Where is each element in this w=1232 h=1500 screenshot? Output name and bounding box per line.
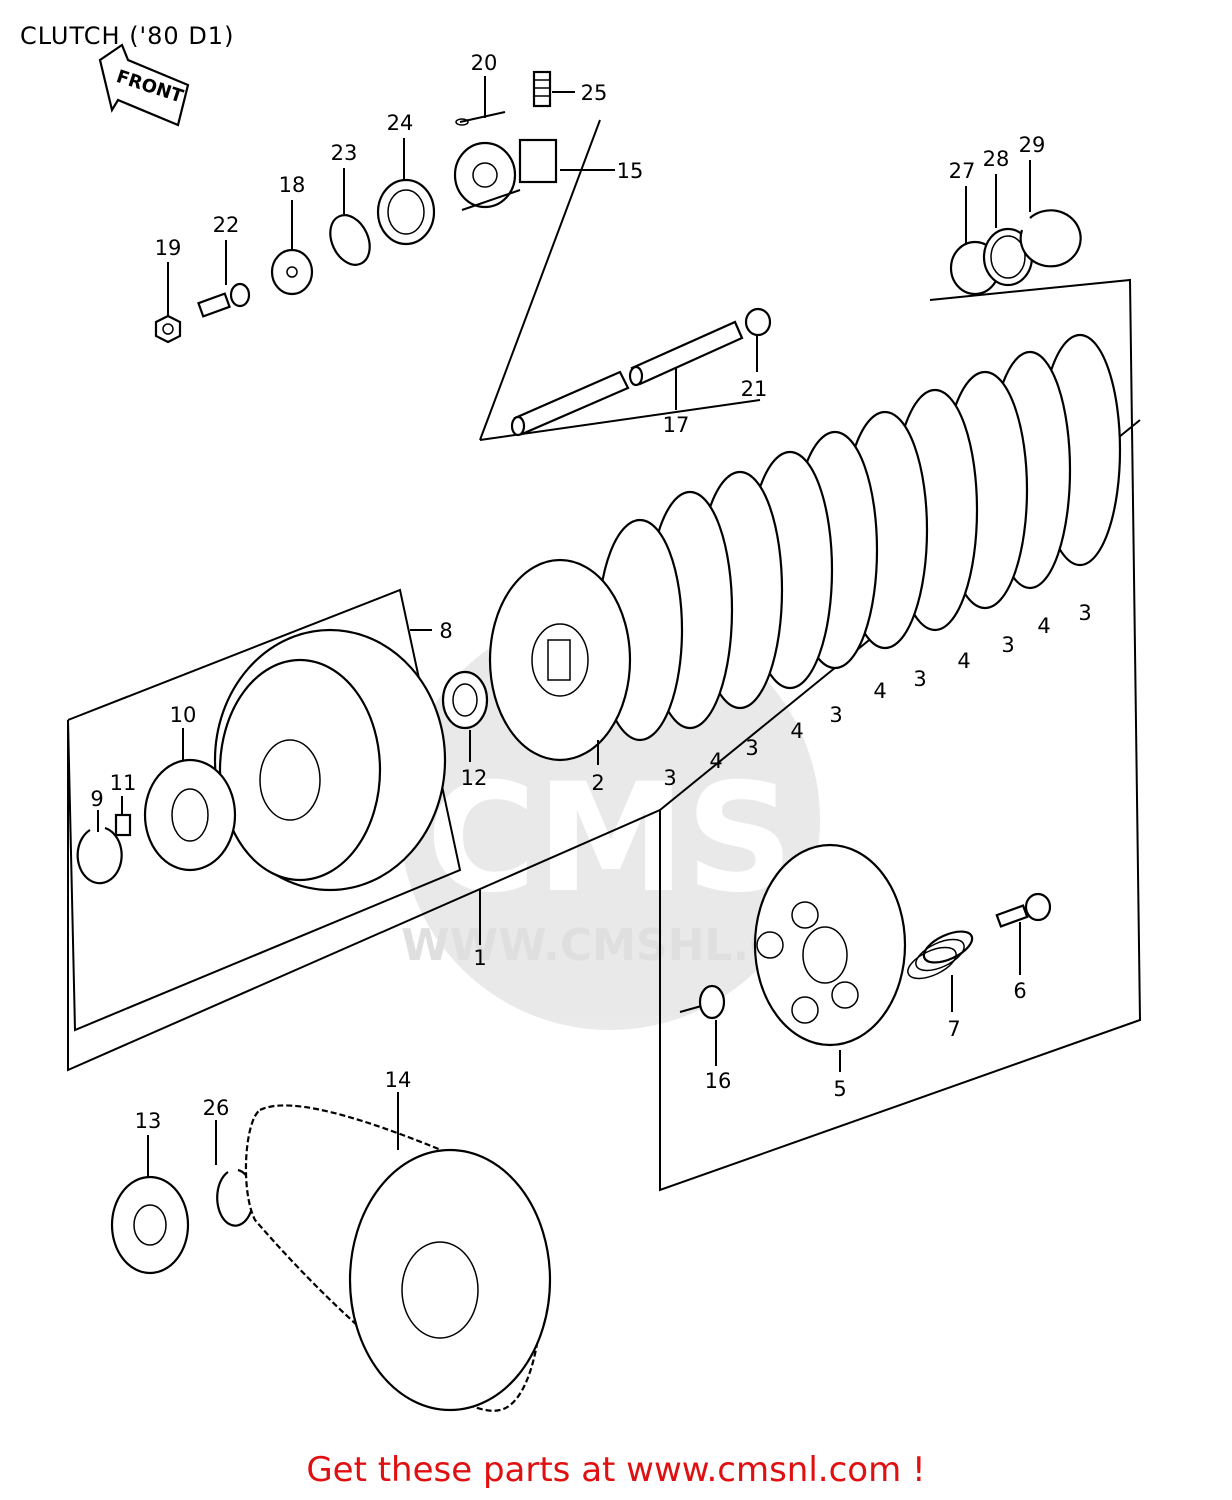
bolt-icon (995, 892, 1052, 928)
bearing-ring-icon (376, 178, 436, 246)
callout-3a: 3 (663, 766, 676, 790)
callout-3e: 3 (1001, 633, 1014, 657)
callout-7: 7 (947, 1017, 960, 1041)
diagram-title: CLUTCH ('80 D1) (20, 22, 235, 50)
callout-19: 19 (155, 236, 182, 260)
cam-plate-icon (329, 214, 371, 266)
callout-4c: 4 (873, 679, 886, 703)
clutch-hub-icon (488, 558, 632, 762)
callout-18: 18 (279, 173, 306, 197)
callout-3c: 3 (829, 703, 842, 727)
callout-8: 8 (439, 619, 452, 643)
callout-13: 13 (135, 1109, 162, 1133)
steel-ball-icon (744, 307, 772, 337)
callout-9: 9 (90, 787, 103, 811)
callout-14: 14 (385, 1068, 412, 1092)
nut-icon (154, 314, 182, 344)
callout-11: 11 (110, 771, 137, 795)
callout-6: 6 (1013, 979, 1026, 1003)
clutch-housing-icon (213, 628, 447, 892)
push-rod-icon (510, 320, 744, 437)
lever-plate-icon (270, 248, 314, 296)
pin-11-icon (114, 813, 132, 837)
callout-1: 1 (473, 946, 486, 970)
callout-21: 21 (741, 377, 768, 401)
callout-12: 12 (461, 766, 488, 790)
callout-28: 28 (983, 147, 1010, 171)
callout-3b: 3 (745, 736, 758, 760)
front-arrow-icon: FRONT (98, 43, 190, 127)
callout-26: 26 (203, 1096, 230, 1120)
circlip-29-icon (1019, 209, 1082, 268)
adjust-screw-icon (197, 282, 251, 318)
callout-25: 25 (581, 81, 608, 105)
watermark-url-text: WWW.CMSHL.CO (401, 920, 819, 971)
release-mechanism-icon (453, 138, 558, 211)
callout-29: 29 (1019, 133, 1046, 157)
callout-20: 20 (471, 51, 498, 75)
callout-17: 17 (663, 413, 690, 437)
small-spring-icon (532, 70, 552, 108)
callout-4d: 4 (957, 649, 970, 673)
callout-3f: 3 (1078, 601, 1091, 625)
callout-labels: 20 25 24 23 15 18 22 19 27 28 29 21 17 8… (90, 51, 1091, 1133)
clutch-spring-icon (907, 930, 974, 980)
clutch-exploded-diagram: CMS WWW.CMSHL.CO FRONT (67, 43, 1142, 1412)
callout-4e: 4 (1037, 614, 1050, 638)
callout-24: 24 (387, 111, 414, 135)
callout-23: 23 (331, 141, 358, 165)
circlip-9-icon (76, 826, 123, 885)
callout-5: 5 (833, 1077, 846, 1101)
callout-10: 10 (170, 703, 197, 727)
pusher-icon (679, 984, 726, 1020)
thrust-washer-icon (441, 670, 489, 730)
callout-2: 2 (591, 771, 604, 795)
callout-22: 22 (213, 213, 240, 237)
clutch-plates (596, 333, 1122, 742)
pressure-plate-icon (753, 843, 907, 1047)
callout-4a: 4 (709, 749, 722, 773)
primary-gear-icon (143, 758, 237, 872)
callout-15: 15 (617, 159, 644, 183)
callout-16: 16 (705, 1069, 732, 1093)
release-parts (154, 70, 1082, 437)
leader-lines (97, 76, 1031, 1178)
footer-link-text[interactable]: Get these parts at www.cmsnl.com ! (306, 1450, 926, 1490)
sprocket-icon (110, 1175, 190, 1275)
watermark-logo-text: CMS (426, 752, 793, 926)
chain-and-housing-icon (244, 1104, 552, 1412)
callout-27: 27 (949, 159, 976, 183)
callout-4b: 4 (790, 719, 803, 743)
callout-3d: 3 (913, 667, 926, 691)
